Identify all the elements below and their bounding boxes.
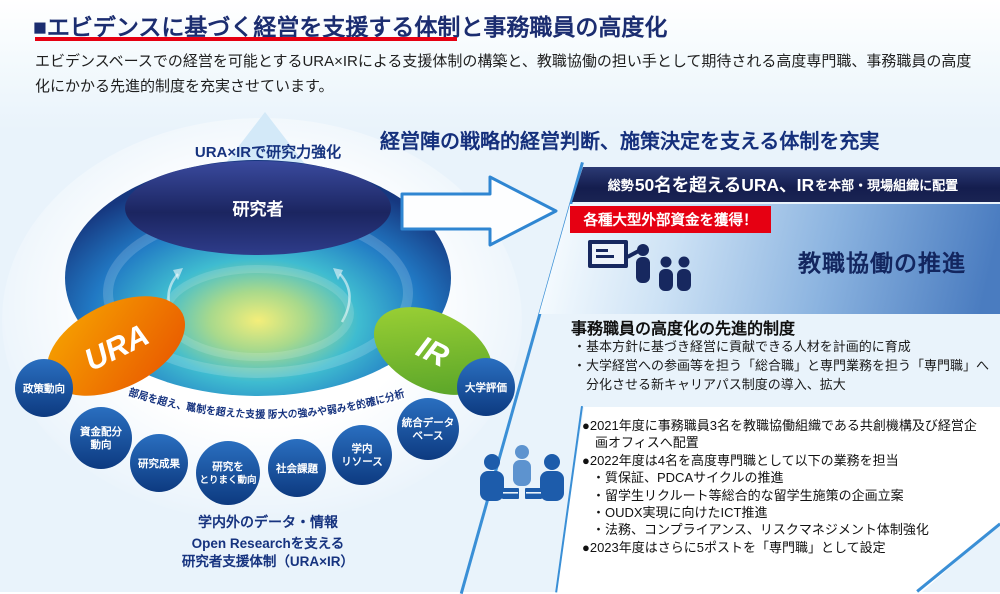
bubble-research-results: 研究成果 (130, 434, 188, 492)
svg-text:とりまく動向: とりまく動向 (199, 474, 256, 486)
title-underline (35, 37, 457, 41)
audience-person-2 (677, 256, 691, 291)
bubble-funding-allocation: 資金配分 動向 (70, 407, 132, 469)
svg-text:政策動向: 政策動向 (23, 382, 65, 395)
person-back (513, 445, 531, 486)
banner-text-big: 50名を超えるURA、IR (634, 175, 815, 195)
presentation-icon (588, 240, 691, 291)
achievement-subitem: ・法務、コンプライアンス、リスクマネジメント体制強化 (592, 522, 929, 538)
staff-laptop-icon (480, 445, 564, 501)
intro-text: エビデンスベースでの経営を可能とするURA×IRによる支援体制の構築と、教職協働… (35, 53, 972, 95)
achievement-subitem: ・OUDX実現に向けたICT推進 (592, 505, 768, 521)
achievements-card: ●2021年度に事務職員3名を教職協働組織である共創機構及び経営企画オフィスへ配… (556, 407, 1000, 592)
achievement-item: ●2022年度は4名を高度専門職として以下の業務を担当 (582, 452, 899, 468)
funnel-caption-line1: Open Researchを支える (192, 535, 345, 551)
achievement-subitem: ・留学生リクルート等総合的な留学生施策の企画立案 (592, 487, 904, 503)
banner-text-post: を本部・現場組織に配置 (815, 178, 959, 193)
svg-text:資金配分: 資金配分 (80, 425, 122, 438)
svg-text:統合データ: 統合データ (402, 416, 455, 429)
light-beam (222, 112, 308, 168)
bubble-research-environment: 研究を とりまく動向 (196, 441, 260, 505)
bubble-social-issues: 社会課題 (268, 439, 326, 497)
bubble-integrated-database: 統合データ ベース (397, 398, 459, 460)
funnel-caption-line2: 研究者支援体制（URA×IR） (182, 553, 354, 569)
audience-person-1 (659, 256, 673, 291)
data-sources-label: 学内外のデータ・情報 (198, 514, 339, 530)
svg-text:ベース: ベース (413, 430, 444, 442)
collaboration-title: 教職協働の推進 (798, 250, 966, 276)
bubble-internal-resources: 学内 リソース (332, 425, 392, 485)
banner-text-pre: 総勢 (607, 178, 634, 193)
svg-text:学内: 学内 (352, 442, 373, 455)
svg-text:研究を: 研究を (212, 460, 244, 473)
presenter-person (626, 244, 650, 283)
researcher-label: 研究者 (233, 199, 284, 219)
person-left (480, 454, 519, 501)
svg-text:研究成果: 研究成果 (138, 457, 180, 470)
policy-point: ・基本方針に基づき経営に貢献できる人材を計画的に育成 (573, 339, 911, 354)
svg-text:大学評価: 大学評価 (465, 381, 507, 394)
right-headline: 経営陣の戦略的経営判断、施策決定を支える体制を充実 (380, 131, 880, 153)
person-right (525, 454, 564, 501)
ura-ellipse (46, 296, 186, 396)
achievement-item: ●2023年度はさらに5ポストを「専門職」として設定 (582, 539, 886, 555)
funding-badge: 各種大型外部資金を獲得！ (570, 206, 771, 233)
achievement-item: ●2021年度に事務職員3名を教職協働組織である共創機構及び経営企画オフィスへ配… (582, 418, 977, 451)
funnel-diagram: URA×IRで研究力強化 研究者 URA IR 部局を超え、職制を超えた支援 阪… (2, 112, 522, 569)
page-title: ■エビデンスに基づく経営を支援する体制と事務職員の高度化 (33, 14, 668, 40)
svg-text:動向: 動向 (91, 438, 112, 451)
swirl-arrow-right (339, 273, 351, 323)
policy-points: ・基本方針に基づき経営に貢献できる人材を計画的に育成 ・大学経営への参画等を担う… (573, 338, 1000, 395)
bubble-policy-trends: 政策動向 (15, 359, 73, 417)
svg-text:リソース: リソース (341, 456, 382, 468)
staffing-banner: 総勢 50名を超えるURA、IR を本部・現場組織に配置 (572, 167, 1000, 202)
section-title: 事務職員の高度化の先進的制度 (571, 321, 796, 338)
funnel-mouth (125, 161, 391, 255)
svg-text:社会課題: 社会課題 (275, 462, 318, 475)
whiteboard (588, 240, 628, 268)
swirl-arrowhead-left (173, 268, 183, 280)
policy-point: ・大学経営への参画等を担う「総合職」と専門業務を担う「専門職」へ分化させる新キャ… (573, 357, 990, 392)
funnel-top-label: URA×IRで研究力強化 (195, 143, 341, 161)
achievement-subitem: ・質保証、PDCAサイクルの推進 (592, 470, 784, 486)
swirl-arrowhead-right (333, 268, 343, 280)
bubble-university-evaluation: 大学評価 (457, 358, 515, 416)
flow-arrow-icon (400, 175, 558, 247)
